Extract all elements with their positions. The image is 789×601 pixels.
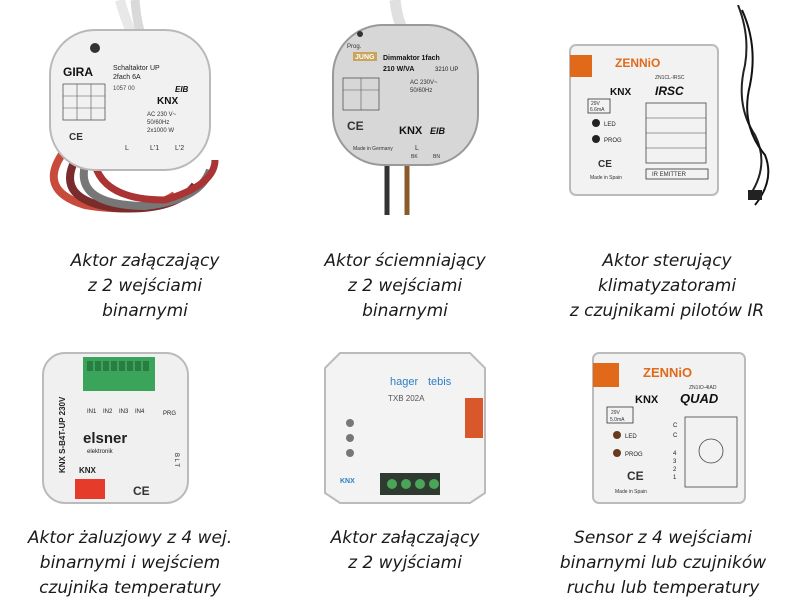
- caption-line: czujnika temperatury: [39, 578, 221, 598]
- jung-ac: AC 230V~: [410, 80, 438, 86]
- gira-rating: AC 230 V~: [147, 112, 177, 118]
- gira-switch-actuator-image: GIRA Schaltaktor UP 2fach 6A 1057 00 KNX…: [25, 0, 235, 215]
- gira-variant: 2fach 6A: [113, 74, 141, 81]
- caption-line: Aktor załączający: [70, 251, 220, 271]
- caption-elsner-blind: Aktor żaluzjowy z 4 wej. binarnymi i wej…: [2, 526, 258, 601]
- jung-dimmer-actuator-image: Prog. JUNG Dimmaktor 1fach 210 W/VA 3210…: [325, 0, 485, 215]
- quad-made: Made in Spain: [615, 489, 647, 495]
- svg-text:C: C: [673, 433, 678, 439]
- gira-eib: EIB: [175, 85, 189, 94]
- zennio-quad-sensor-image: ZENNiO ZN1IO-4IAD KNX QUAD 29V 5.0mA LED…: [585, 345, 755, 510]
- caption-line: z czujnikami pilotów IR: [569, 301, 765, 321]
- elsner-in4: IN4: [135, 409, 145, 415]
- gira-code: 1057 00: [113, 86, 135, 92]
- caption-line: z 2 wejściami: [87, 276, 203, 296]
- elsner-term: B L T: [173, 453, 179, 467]
- hager-brand: hager: [390, 376, 418, 388]
- caption-line: binarnymi: [102, 301, 188, 321]
- caption-line: binarnymi: [362, 301, 448, 321]
- caption-line: Sensor z 4 wejściami: [574, 528, 752, 548]
- svg-text:CE: CE: [598, 159, 612, 170]
- zennio-irsc-actuator-image: ZENNiO ZN1CL-IRSC KNX IRSC 29V 6.6mA LED…: [560, 4, 780, 215]
- elsner-model: KNX S-B4T-UP 230V: [58, 396, 67, 473]
- caption-zennio-quad: Sensor z 4 wejściami binarnymi lub czujn…: [540, 526, 786, 601]
- elsner-in2: IN2: [103, 409, 113, 415]
- elsner-blind-actuator-image: KNX S-B4T-UP 230V IN1 IN2 IN3 IN4 PRG el…: [35, 343, 195, 513]
- hager-switch-actuator-image: hager tebis TXB 202A KNX: [320, 343, 490, 508]
- elsner-sub: elektronik: [87, 449, 114, 455]
- hager-knx: KNX: [340, 478, 355, 485]
- gira-term-l: L: [125, 145, 129, 152]
- jung-eib: EIB: [430, 126, 446, 136]
- svg-text:4: 4: [673, 451, 677, 457]
- gira-model: Schaltaktor UP: [113, 65, 160, 72]
- irsc-led: LED: [604, 122, 616, 128]
- jung-freq: 50/60Hz: [410, 88, 432, 94]
- caption-line: klimatyzatorami: [597, 276, 737, 296]
- elsner-prg: PRG: [163, 411, 176, 417]
- caption-zennio-irsc: Aktor sterujący klimatyzatorami z czujni…: [548, 249, 786, 324]
- jung-term-bk: BK: [411, 154, 418, 160]
- elsner-in1: IN1: [87, 409, 97, 415]
- gira-brand: GIRA: [63, 65, 93, 79]
- irsc-knx: KNX: [610, 87, 631, 98]
- irsc-made: Made in Spain: [590, 175, 622, 181]
- quad-led: LED: [625, 434, 637, 440]
- elsner-in3: IN3: [119, 409, 129, 415]
- elsner-knx: KNX: [79, 466, 97, 475]
- svg-text:3: 3: [673, 459, 677, 465]
- elsner-brand: elsner: [83, 430, 127, 447]
- caption-line: z 2 wejściami: [347, 276, 463, 296]
- irsc-prog: PROG: [604, 138, 622, 144]
- svg-text:CE: CE: [133, 484, 150, 498]
- irsc-model: ZN1CL-IRSC: [655, 75, 685, 81]
- jung-rating: 210 W/VA: [383, 66, 414, 73]
- hager-model: TXB 202A: [388, 394, 425, 403]
- jung-code: 3210 UP: [435, 67, 458, 73]
- jung-brand: JUNG: [355, 54, 375, 61]
- quad-current: 5.0mA: [610, 417, 625, 423]
- caption-gira-actuator: Aktor załączający z 2 wejściami binarnym…: [30, 249, 260, 324]
- caption-line: Aktor żaluzjowy z 4 wej.: [27, 528, 233, 548]
- caption-line: binarnymi i wejściem: [39, 553, 221, 573]
- jung-model: Dimmaktor 1fach: [383, 55, 440, 62]
- jung-term-l: L: [415, 145, 419, 152]
- quad-brand: ZENNiO: [643, 365, 692, 380]
- caption-line: ruchu lub temperatury: [566, 578, 760, 598]
- irsc-brand: ZENNiO: [615, 56, 660, 70]
- gira-knx: KNX: [157, 96, 178, 107]
- quad-model: ZN1IO-4IAD: [689, 385, 717, 391]
- irsc-product: IRSC: [655, 84, 684, 98]
- caption-hager-actuator: Aktor załączający z 2 wyjściami: [290, 526, 520, 576]
- quad-voltage: 29V: [611, 410, 621, 416]
- irsc-emitter: IR EMITTER: [652, 172, 687, 178]
- gira-term-l2: L'2: [175, 145, 184, 152]
- jung-term-bn: BN: [433, 154, 440, 160]
- caption-line: z 2 wyjściami: [348, 553, 462, 573]
- quad-prog: PROG: [625, 452, 643, 458]
- svg-text:CE: CE: [347, 119, 364, 133]
- jung-made: Made in Germany: [353, 146, 393, 152]
- svg-text:CE: CE: [627, 469, 644, 483]
- svg-text:C: C: [673, 423, 678, 429]
- caption-jung-dimmer: Aktor ściemniający z 2 wejściami binarny…: [290, 249, 520, 324]
- gira-term-l1: L'1: [150, 145, 159, 152]
- gira-power: 2x1000 W: [147, 128, 174, 134]
- irsc-voltage: 29V: [591, 101, 601, 107]
- caption-line: binarnymi lub czujników: [559, 553, 767, 573]
- caption-line: Aktor załączający: [330, 528, 480, 548]
- quad-product: QUAD: [680, 391, 719, 406]
- quad-knx: KNX: [635, 394, 659, 406]
- hager-brand2: tebis: [428, 376, 452, 388]
- svg-text:1: 1: [673, 475, 677, 481]
- jung-knx: KNX: [399, 125, 423, 137]
- caption-line: Aktor ściemniający: [324, 251, 486, 271]
- svg-text:2: 2: [673, 467, 677, 473]
- gira-freq: 50/60Hz: [147, 120, 169, 126]
- caption-line: Aktor sterujący: [602, 251, 732, 271]
- svg-text:CE: CE: [69, 132, 83, 143]
- irsc-current: 6.6mA: [590, 107, 605, 113]
- jung-prog: Prog.: [347, 44, 362, 50]
